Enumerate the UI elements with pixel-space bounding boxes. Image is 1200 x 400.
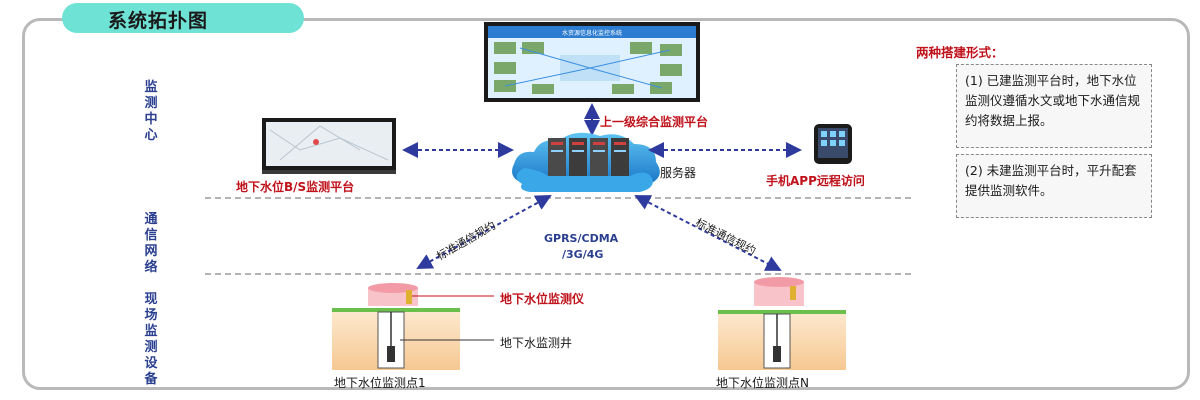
- protocol-label-left: 标准通信规约: [434, 218, 498, 263]
- diagram-frame: [22, 18, 1190, 390]
- upper-platform-label: 上一级综合监测平台: [600, 115, 709, 129]
- point-n-label: 地下水位监测点N: [716, 376, 809, 390]
- point-1-label: 地下水位监测点1: [334, 376, 426, 390]
- arrow-server-pointN: [634, 195, 782, 271]
- well-label: 地下水监测井: [500, 336, 573, 350]
- monitor-screen-title: 水资源信息化监控系统: [562, 29, 622, 37]
- monitoring-point-n-graphic: [718, 277, 846, 370]
- notes-header: 两种搭建形式：: [916, 45, 1004, 60]
- page-title: 系统拓扑图: [108, 10, 209, 32]
- bs-platform-label: 地下水位B/S监测平台: [236, 180, 355, 194]
- monitor-screen-icon: 水资源信息化监控系统: [484, 22, 700, 102]
- note-1-text: (1) 已建监测平台时，地下水位监测仪遵循水文或地下水通信规约将数据上报。: [965, 73, 1141, 128]
- mobile-phone-icon: [814, 124, 852, 164]
- gprs-label-2: /3G/4G: [562, 248, 604, 261]
- bs-monitor-icon: [262, 118, 396, 174]
- title-pill: [62, 3, 304, 33]
- layer-label-network: 通信网络: [144, 212, 158, 275]
- server-label: 服务器: [660, 166, 697, 180]
- mobile-app-label: 手机APP远程访问: [766, 174, 865, 188]
- note-box-1: (1) 已建监测平台时，地下水位监测仪遵循水文或地下水通信规约将数据上报。: [956, 64, 1152, 148]
- monitoring-point-1-graphic: [332, 283, 494, 370]
- note-box-2: (2) 未建监测平台时，平升配套提供监测软件。: [956, 154, 1152, 218]
- server-cloud-icon: [512, 132, 660, 192]
- layer-label-center: 监测中心: [144, 80, 158, 143]
- layer-label-field: 现场监测设备: [144, 292, 158, 387]
- instrument-label: 地下水位监测仪: [500, 292, 585, 306]
- gprs-label: GPRS/CDMA: [544, 232, 619, 245]
- note-2-text: (2) 未建监测平台时，平升配套提供监测软件。: [965, 163, 1137, 198]
- protocol-label-right: 标准通信规约: [693, 215, 758, 257]
